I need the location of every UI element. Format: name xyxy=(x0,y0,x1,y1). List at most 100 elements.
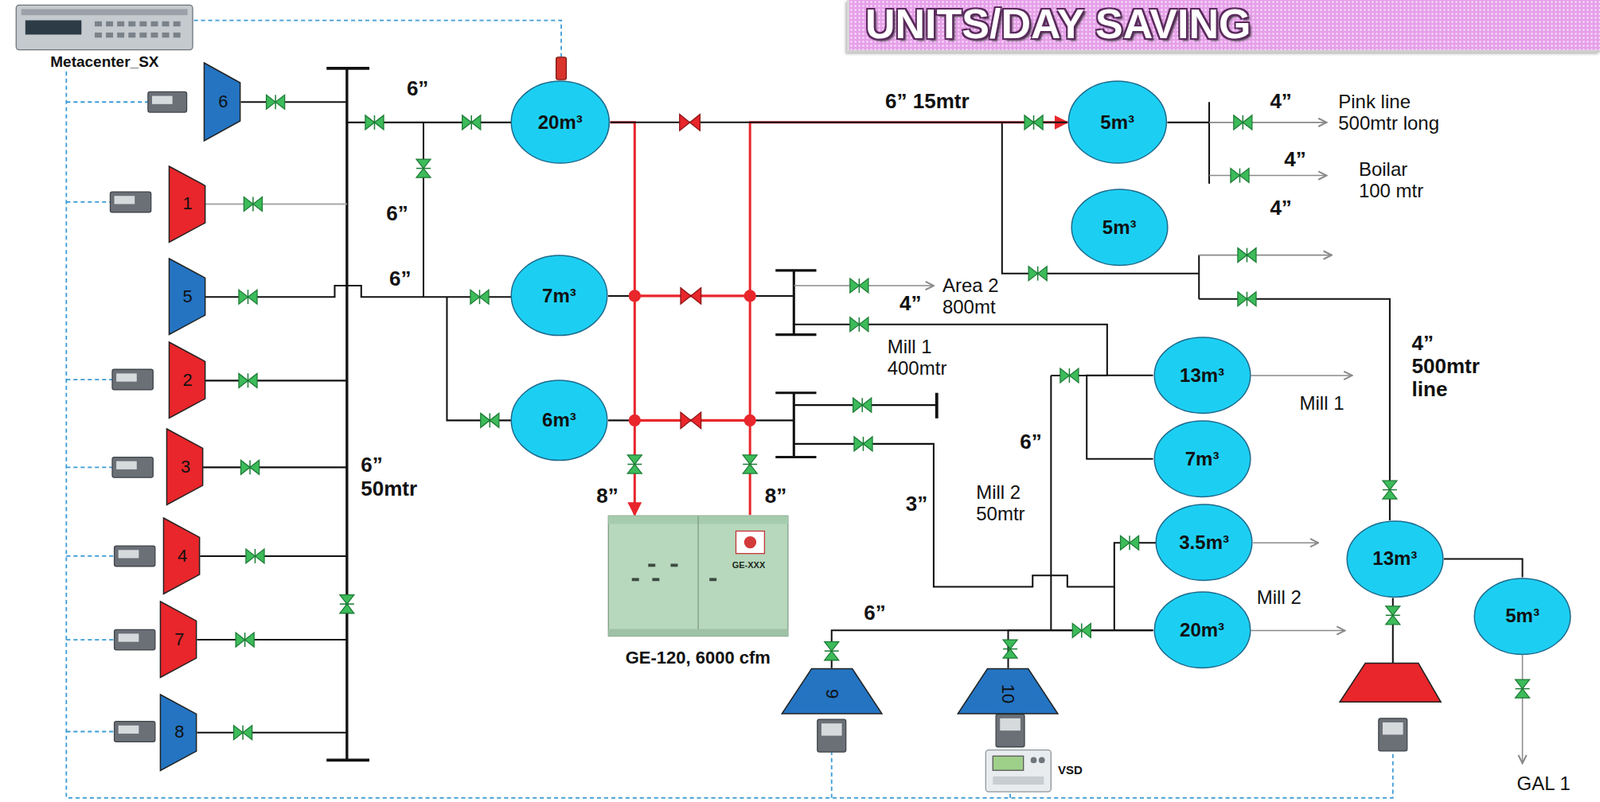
air-receiver-text: 13m³ xyxy=(1179,365,1225,387)
compressor: 10 xyxy=(956,668,1059,715)
valve xyxy=(1233,115,1253,130)
receiver-tank xyxy=(1071,189,1168,266)
controller-button xyxy=(151,21,159,27)
valve xyxy=(627,455,642,474)
dryer-logo-mark xyxy=(743,536,756,549)
pipe-size: 6” xyxy=(387,267,413,291)
meter-screen xyxy=(821,723,843,736)
pipe-size: 6” xyxy=(384,202,410,226)
pipe-size: 3” xyxy=(904,492,929,516)
dryer-handle xyxy=(670,564,678,568)
compressor-body xyxy=(168,258,205,335)
compressor: 3 xyxy=(166,428,203,506)
outlet-arrow xyxy=(1252,542,1319,544)
pipe xyxy=(241,101,348,103)
valve xyxy=(241,460,260,475)
air-receiver: 13m³ xyxy=(1153,336,1252,414)
pipe xyxy=(1049,375,1052,632)
control-wire xyxy=(66,639,114,641)
receiver-tank xyxy=(1474,578,1571,655)
junction-dot xyxy=(628,414,641,427)
compressor-body xyxy=(204,62,241,141)
dryer-handle xyxy=(651,578,660,582)
controller-button xyxy=(117,32,125,38)
receiver-tank xyxy=(1154,592,1251,668)
outlet-arrow xyxy=(1521,655,1524,764)
outlet-arrow xyxy=(1198,254,1332,257)
pipe xyxy=(196,639,347,641)
pipe xyxy=(446,296,512,421)
pipe-end xyxy=(935,393,939,419)
valve xyxy=(853,398,872,413)
panel-icon xyxy=(114,629,156,651)
dryer-line xyxy=(749,122,1068,516)
vsd-button xyxy=(1038,757,1046,764)
dryer-bypass xyxy=(634,296,750,421)
dryer-handle xyxy=(709,578,717,582)
line-destination: Mill 1 xyxy=(1298,393,1347,415)
manifold-cap xyxy=(775,456,816,459)
compressor-body xyxy=(166,429,203,505)
air-receiver: 3.5m³ xyxy=(1155,503,1253,582)
air-receiver: 5m³ xyxy=(1067,80,1168,164)
air-receiver-text: 6m³ xyxy=(542,409,577,431)
red-valve xyxy=(680,288,702,305)
compressor: 7 xyxy=(160,600,197,679)
pipe xyxy=(199,555,348,558)
manifold-cap xyxy=(775,333,816,336)
junction-dot xyxy=(743,289,756,302)
controller-display xyxy=(25,20,82,36)
panel-screen xyxy=(118,725,140,734)
controller-button xyxy=(140,21,148,27)
receiver-tank xyxy=(511,255,608,336)
receiver-tank xyxy=(1346,521,1444,598)
meter-screen xyxy=(1382,722,1404,735)
control-wire xyxy=(66,378,113,381)
air-receiver-text: 5m³ xyxy=(1100,112,1135,133)
air-dryer-text: GE-120, 6000 cfm xyxy=(607,648,789,668)
outlet-arrow xyxy=(1251,630,1346,633)
controller-button xyxy=(128,32,137,38)
pipe xyxy=(1113,586,1116,631)
air-receiver: 13m³ xyxy=(1346,520,1444,598)
control-wiring xyxy=(66,20,1393,799)
panel-screen xyxy=(114,195,136,204)
valve xyxy=(1120,535,1140,551)
compressor: 2 xyxy=(168,341,206,419)
receiver-tank xyxy=(1154,337,1251,414)
red-valve xyxy=(679,114,701,132)
compressor-body xyxy=(781,668,882,715)
controller-button xyxy=(105,21,114,27)
panel-icon xyxy=(109,191,151,213)
air-receiver: 5m³ xyxy=(1473,577,1572,656)
valve xyxy=(234,725,253,741)
air-receiver-text: 13m³ xyxy=(1372,548,1417,570)
manifold xyxy=(792,393,796,458)
controller-button xyxy=(94,21,102,27)
controller-button xyxy=(128,21,137,27)
air-receiver: 7m³ xyxy=(1153,420,1252,498)
compressor-text: 2 xyxy=(182,370,192,391)
compressor-text: 9 xyxy=(822,689,842,699)
compressor-body xyxy=(168,166,205,242)
valve xyxy=(365,115,384,130)
vsd-screen xyxy=(992,756,1023,771)
pipe xyxy=(205,202,348,205)
control-wire xyxy=(194,20,562,58)
valve xyxy=(245,549,265,564)
controller-button xyxy=(105,32,114,38)
valve xyxy=(742,455,758,474)
pipe-connector xyxy=(1086,375,1153,460)
compressor-body xyxy=(160,601,197,678)
pipe-connector xyxy=(831,630,1154,668)
compressor-body xyxy=(163,518,200,594)
valve xyxy=(854,437,873,452)
panel-screen xyxy=(118,550,140,559)
compressor-body xyxy=(160,694,197,771)
pipe-size: 6” 15mtr xyxy=(883,89,972,114)
pipe-size: 4” 500mtr line xyxy=(1410,331,1502,402)
air-receiver: 6m³ xyxy=(510,379,609,462)
vsd-drive: VSD xyxy=(984,748,1097,795)
meter-screen xyxy=(999,718,1021,731)
compressor: 6 xyxy=(203,62,241,142)
